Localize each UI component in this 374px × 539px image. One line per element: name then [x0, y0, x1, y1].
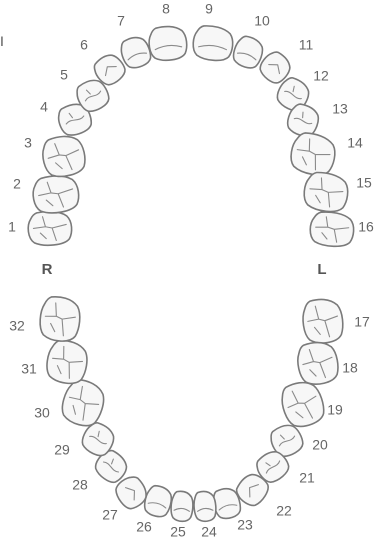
tooth-crown[interactable]: [147, 25, 188, 63]
tooth-number-18: 18: [342, 360, 358, 376]
tooth-crown[interactable]: [142, 484, 174, 519]
tooth-number-6: 6: [80, 37, 88, 53]
tooth-number-2: 2: [13, 176, 21, 192]
tooth-31[interactable]: [44, 338, 90, 386]
tooth-crown[interactable]: [288, 130, 339, 178]
tooth-number-25: 25: [170, 524, 186, 539]
tooth-number-27: 27: [102, 507, 118, 523]
tooth-16[interactable]: [309, 211, 355, 248]
tooth-24[interactable]: [193, 491, 217, 522]
tooth-crown[interactable]: [38, 295, 82, 343]
tooth-18[interactable]: [295, 339, 341, 387]
tooth-25[interactable]: [170, 491, 194, 522]
tooth-number-30: 30: [34, 405, 50, 421]
tooth-number-12: 12: [313, 68, 329, 84]
tooth-number-9: 9: [205, 1, 213, 17]
side-label-right: R: [42, 261, 53, 278]
teeth-layer: [27, 24, 355, 522]
tooth-crown[interactable]: [302, 170, 350, 213]
tooth-number-23: 23: [237, 517, 253, 533]
tooth-32[interactable]: [38, 295, 82, 343]
tooth-number-3: 3: [24, 135, 32, 151]
tooth-number-24: 24: [201, 524, 217, 539]
tooth-crown[interactable]: [193, 491, 217, 522]
tooth-number-21: 21: [299, 470, 315, 486]
tooth-15[interactable]: [302, 170, 350, 213]
tooth-14[interactable]: [288, 130, 339, 178]
tooth-8[interactable]: [147, 25, 188, 63]
tooth-number-20: 20: [312, 437, 328, 453]
tooth-crown[interactable]: [192, 24, 235, 62]
tooth-number-15: 15: [356, 175, 372, 191]
tooth-19[interactable]: [277, 377, 328, 431]
tooth-crown[interactable]: [31, 173, 81, 216]
tooth-number-8: 8: [162, 1, 170, 17]
tooth-number-16: 16: [358, 219, 374, 235]
tooth-number-29: 29: [54, 442, 70, 458]
tooth-3[interactable]: [39, 132, 88, 180]
tooth-number-14: 14: [347, 135, 363, 151]
tooth-number-19: 19: [327, 402, 343, 418]
tooth-number-28: 28: [72, 477, 88, 493]
tooth-number-1: 1: [8, 219, 16, 235]
tooth-number-5: 5: [60, 67, 68, 83]
tooth-crown[interactable]: [277, 377, 328, 431]
tooth-number-10: 10: [254, 13, 270, 29]
tooth-number-4: 4: [40, 99, 48, 115]
tooth-number-32: 32: [9, 318, 25, 334]
tooth-crown[interactable]: [39, 132, 88, 180]
tooth-crown[interactable]: [295, 339, 341, 387]
tooth-number-13: 13: [332, 101, 348, 117]
tooth-number-22: 22: [276, 503, 292, 519]
tooth-2[interactable]: [31, 173, 81, 216]
tooth-crown[interactable]: [309, 211, 355, 248]
tooth-crown[interactable]: [58, 376, 109, 430]
tooth-number-17: 17: [354, 314, 370, 330]
tooth-1[interactable]: [27, 210, 73, 247]
edge-mark: I: [0, 33, 4, 49]
tooth-9[interactable]: [192, 24, 235, 62]
tooth-number-11: 11: [299, 37, 314, 53]
tooth-number-31: 31: [21, 361, 37, 377]
side-label-left: L: [317, 261, 326, 278]
tooth-crown[interactable]: [44, 338, 90, 386]
tooth-number-26: 26: [136, 519, 152, 535]
tooth-number-7: 7: [117, 13, 125, 29]
tooth-26[interactable]: [142, 484, 174, 519]
tooth-30[interactable]: [58, 376, 109, 430]
tooth-crown[interactable]: [170, 491, 194, 522]
tooth-17[interactable]: [301, 297, 345, 345]
